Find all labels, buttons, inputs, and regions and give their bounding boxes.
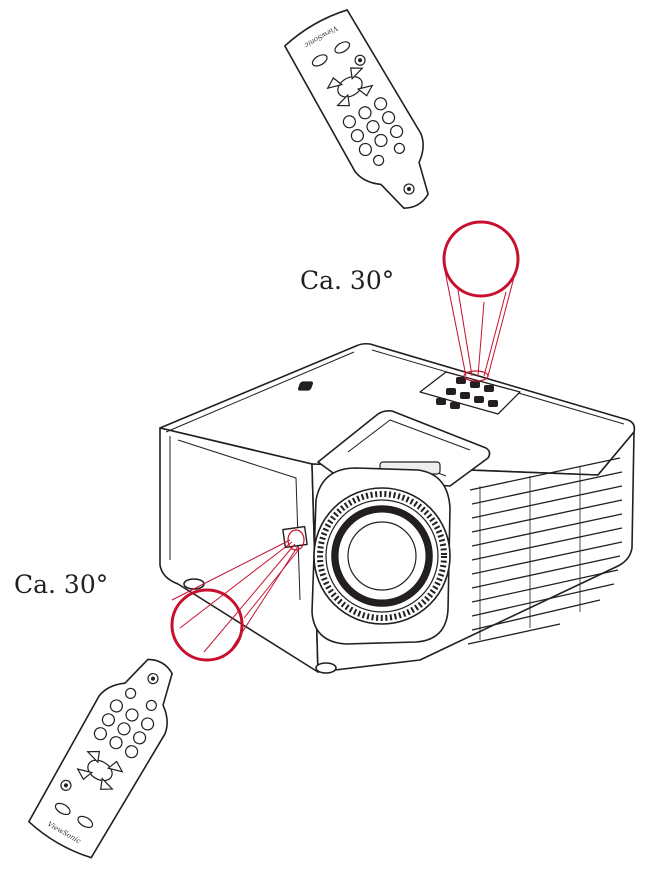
- projector: [159, 342, 636, 674]
- side-angle-label: Ca. 30°: [14, 570, 109, 599]
- top-ir-cone: [443, 261, 519, 382]
- front-ir-cone: [171, 529, 305, 653]
- projector-front-face: [159, 427, 319, 673]
- top-angle-label: Ca. 30°: [300, 266, 395, 295]
- control-keypad: [297, 371, 521, 415]
- bottom-remote: ViewSonic: [27, 658, 173, 859]
- side-vents: [467, 457, 623, 645]
- top-remote: ViewSonic: [283, 8, 429, 209]
- lens-hood: [317, 410, 491, 487]
- front-ir-range-ring: [170, 588, 244, 662]
- top-ir-range-ring: [442, 220, 520, 298]
